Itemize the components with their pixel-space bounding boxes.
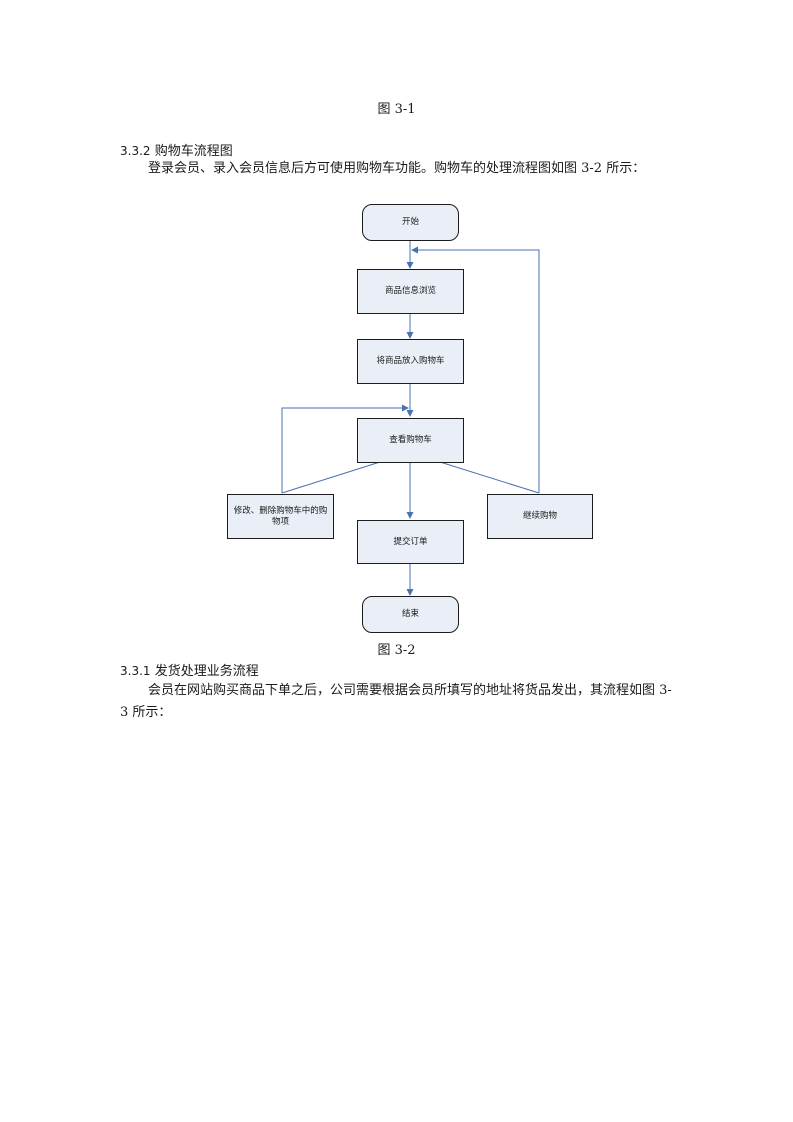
section-title: 购物车流程图 [154, 144, 233, 159]
node-start: 开始 [362, 204, 459, 241]
arrow-continue-to-browse [411, 246, 540, 493]
node-continue-shopping: 继续购物 [487, 494, 593, 539]
figure-caption-3-2: 图 3-2 [377, 643, 416, 658]
arrow-modify-to-view [281, 404, 409, 493]
arrow-view-to-continue [439, 461, 540, 494]
section-paragraph-3-3-2: 登录会员、录入会员信息后方可使用购物车功能。购物车的处理流程图如图 3-2 所示… [148, 161, 646, 176]
node-view-cart: 查看购物车 [357, 418, 464, 463]
figure-caption-3-1: 图 3-1 [377, 102, 416, 117]
section-heading-3-3-2: 3.3.2 购物车流程图 [120, 140, 233, 159]
node-modify-delete: 修改、删除购物车中的购物项 [227, 494, 334, 539]
section-number: 3.3.1 [120, 664, 151, 678]
section-number: 3.3.2 [120, 144, 151, 158]
section-heading-3-3-1: 3.3.1 发货处理业务流程 [120, 660, 259, 679]
node-browse: 商品信息浏览 [357, 269, 464, 314]
section-title: 发货处理业务流程 [154, 664, 259, 679]
node-submit-order: 提交订单 [357, 520, 464, 564]
arrow-view-to-modify [281, 461, 381, 494]
node-add-to-cart: 将商品放入购物车 [357, 339, 464, 384]
node-end: 结束 [362, 596, 459, 633]
section-paragraph-3-3-1: 会员在网站购买商品下单之后，公司需要根据会员所填写的地址将货品发出，其流程如图 … [120, 683, 672, 720]
